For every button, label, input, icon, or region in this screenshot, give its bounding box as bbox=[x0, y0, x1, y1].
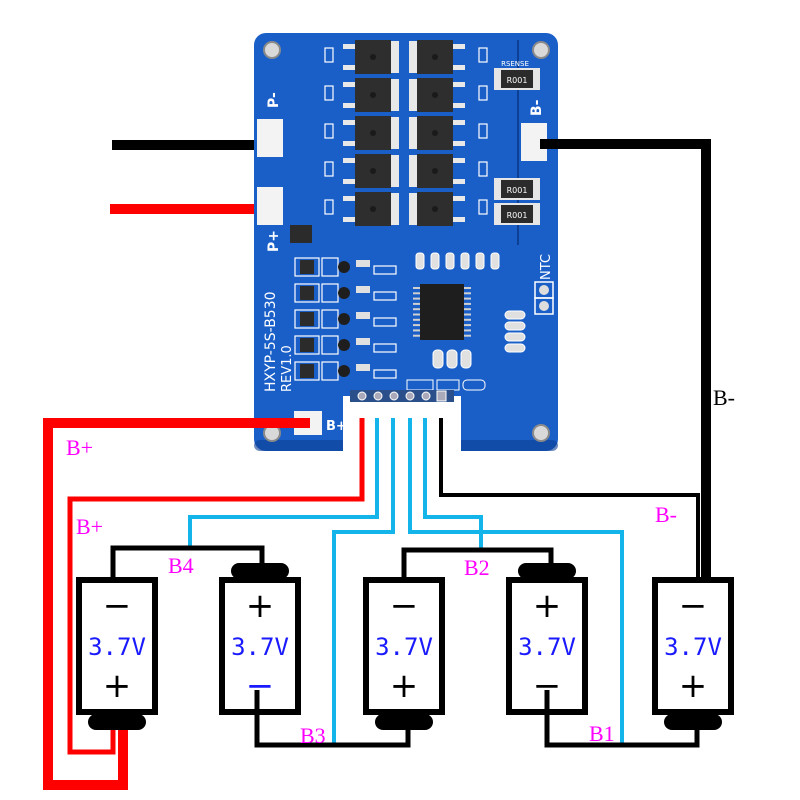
b-plus-balance-wire bbox=[67, 418, 365, 755]
b-plus-pad-label: B+ bbox=[326, 419, 347, 434]
balance-channel bbox=[294, 361, 397, 381]
mosfet bbox=[409, 116, 488, 150]
battery-cell: − 3.7V + bbox=[76, 577, 158, 730]
cell-voltage: 3.7V bbox=[664, 633, 722, 661]
ntc-connector bbox=[534, 281, 554, 315]
balance-channel bbox=[294, 309, 397, 329]
mounting-hole-tl bbox=[263, 41, 281, 59]
pad-p-minus bbox=[257, 119, 283, 157]
cell2-cell3-link bbox=[254, 690, 411, 748]
mosfet-array bbox=[324, 40, 488, 226]
cell-positive-cap bbox=[88, 714, 146, 730]
cell-bottom-terminal: + bbox=[390, 666, 419, 706]
battery-cell: − 3.7V + bbox=[652, 577, 734, 730]
b4-sense-wire bbox=[188, 418, 379, 548]
b-minus-balance-wire bbox=[439, 418, 700, 578]
b-minus-label: B- bbox=[529, 99, 545, 116]
cell-top-terminal: + bbox=[533, 586, 562, 626]
cell-positive-cap bbox=[231, 563, 289, 579]
board-model-label: HXYP-5S-B530 bbox=[263, 291, 279, 392]
mosfet bbox=[324, 154, 399, 188]
mosfet bbox=[324, 78, 399, 112]
battery-cells: −3.7V++3.7V−−3.7V++3.7V−−3.7V+ bbox=[76, 563, 734, 730]
mosfet bbox=[409, 192, 488, 226]
b1-label: B1 bbox=[589, 721, 615, 746]
balance-components bbox=[294, 257, 397, 381]
cell-voltage: 3.7V bbox=[518, 633, 576, 661]
cell4-cell5-link bbox=[544, 690, 700, 748]
shunt-label-1: R001 bbox=[507, 76, 528, 85]
rsense-label: RSENSE bbox=[501, 60, 529, 68]
mosfet bbox=[409, 40, 488, 74]
cell-top-terminal: − bbox=[679, 586, 708, 626]
b3-sense-wire bbox=[332, 418, 395, 746]
mosfet bbox=[324, 40, 399, 74]
bms-board: R001 RSENSE R001 R001 bbox=[254, 33, 558, 454]
mosfet bbox=[409, 154, 488, 188]
cell-top-terminal: + bbox=[246, 586, 275, 626]
cell-bottom-terminal: + bbox=[103, 666, 132, 706]
cell1-cell2-link bbox=[110, 545, 265, 580]
cell-top-terminal: − bbox=[390, 586, 419, 626]
b-plus-label-lower: B+ bbox=[76, 514, 103, 539]
board-revision-label: REV1.0 bbox=[280, 345, 295, 392]
shunt-resistor-1: R001 bbox=[494, 68, 540, 90]
battery-cell: − 3.7V + bbox=[363, 577, 445, 730]
ntc-label: NTC bbox=[539, 254, 554, 280]
mosfet bbox=[409, 78, 488, 112]
battery-cell: +3.7V− bbox=[506, 563, 588, 715]
balance-channel bbox=[294, 335, 397, 355]
b-plus-main-wire bbox=[43, 418, 310, 790]
b-minus-main-wire bbox=[540, 139, 711, 578]
shunt-resistor-3: R001 bbox=[494, 203, 540, 225]
cell-positive-cap bbox=[664, 714, 722, 730]
cell-bottom-terminal: − bbox=[246, 666, 275, 706]
shunt-label-2: R001 bbox=[507, 186, 528, 195]
mosfet bbox=[324, 116, 399, 150]
smd-diode bbox=[290, 225, 312, 243]
battery-cell: +3.7V − bbox=[219, 563, 301, 715]
cell-top-terminal: − bbox=[103, 586, 132, 626]
p-plus-label: P+ bbox=[266, 230, 282, 252]
mounting-hole-tr bbox=[532, 41, 550, 59]
p-minus-label: P- bbox=[266, 92, 282, 108]
cell-voltage: 3.7V bbox=[375, 633, 433, 661]
pad-p-plus bbox=[257, 187, 283, 225]
cell-bottom-terminal: + bbox=[679, 666, 708, 706]
balance-channel bbox=[294, 257, 397, 277]
shunt-label-3: R001 bbox=[507, 211, 528, 220]
b-minus-label-mid: B- bbox=[655, 502, 677, 527]
cell-voltage: 3.7V bbox=[231, 633, 289, 661]
cell3-cell4-link bbox=[401, 547, 554, 580]
small-smd-parts bbox=[406, 252, 526, 391]
b1-sense-wire bbox=[408, 418, 624, 746]
b-plus-label-upper: B+ bbox=[66, 435, 93, 460]
b-minus-label-right: B- bbox=[713, 385, 735, 410]
mosfet bbox=[324, 192, 399, 226]
b2-label: B2 bbox=[464, 555, 490, 580]
shunt-resistor-2: R001 bbox=[494, 178, 540, 200]
mounting-hole-br bbox=[532, 424, 550, 442]
b4-label: B4 bbox=[168, 553, 194, 578]
cell-voltage: 3.7V bbox=[88, 633, 146, 661]
protection-ic bbox=[413, 284, 471, 340]
cell-positive-cap bbox=[518, 563, 576, 579]
cell-positive-cap bbox=[375, 714, 433, 730]
balance-channel bbox=[294, 283, 397, 303]
b3-label: B3 bbox=[300, 723, 326, 748]
